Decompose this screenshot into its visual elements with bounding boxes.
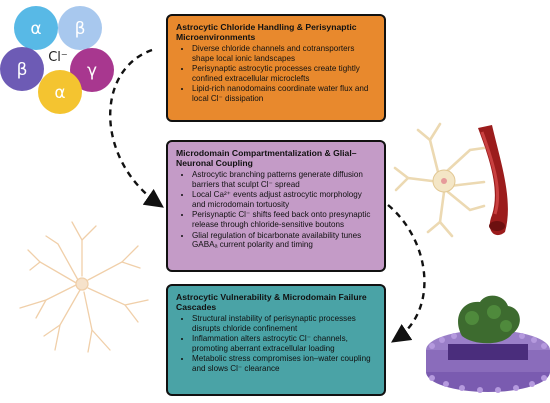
box2-list: Astrocytic branching patterns generate d… [176, 170, 376, 250]
arrow-to-box3 [387, 204, 426, 343]
subunit-alpha-bottom-label: α [54, 83, 65, 103]
subunit-gamma-label: γ [87, 61, 97, 81]
subunit-gamma [70, 48, 114, 92]
box3-item: Structural instability of perisynaptic p… [192, 314, 376, 333]
box3-item: Inflammation alters astrocytic Cl⁻ chann… [192, 334, 376, 353]
vulnerability-cascades-box: Astrocytic Vulnerability & Microdomain F… [166, 284, 386, 396]
microdomain-coupling-box: Microdomain Compartmentalization & Glial… [166, 140, 386, 272]
astrocyte-vessel-icon [393, 122, 508, 238]
box1-item: Perisynaptic astrocytic processes create… [192, 64, 376, 83]
arrow-to-box2 [109, 48, 164, 208]
box3-item: Metabolic stress compromises ion–water c… [192, 354, 376, 373]
chloride-ion-label: Cl⁻ [48, 50, 68, 65]
box1-item: Diverse chloride channels and cotranspor… [192, 44, 376, 63]
subunit-beta-left-label: β [17, 60, 28, 80]
membrane-protein-icon [426, 295, 550, 393]
box2-item: Astrocytic branching patterns generate d… [192, 170, 376, 189]
gabaa-receptor-icon: α β β γ α Cl⁻ [0, 6, 114, 114]
box3-title: Astrocytic Vulnerability & Microdomain F… [176, 292, 367, 312]
box1-list: Diverse chloride channels and cotranspor… [176, 44, 376, 104]
subunit-alpha-top-label: α [30, 19, 41, 39]
subunit-alpha-bottom [38, 70, 82, 114]
box2-item: Local Ca²⁺ events adjust astrocytic morp… [192, 190, 376, 209]
box2-item: Perisynaptic Cl⁻ shifts feed back onto p… [192, 210, 376, 229]
astrocyte-icon [19, 221, 149, 353]
subunit-beta-top [58, 6, 102, 50]
box3-list: Structural instability of perisynaptic p… [176, 314, 376, 374]
subunit-alpha-top [14, 6, 58, 50]
chloride-handling-box: Astrocytic Chloride Handling & Perisynap… [166, 14, 386, 122]
box2-title: Microdomain Compartmentalization & Glial… [176, 148, 357, 168]
subunit-beta-left [0, 47, 44, 91]
box2-item: Glial regulation of bicarbonate availabi… [192, 231, 376, 250]
box1-item: Lipid-rich nanodomains coordinate water … [192, 84, 376, 103]
subunit-beta-top-label: β [75, 19, 86, 39]
box1-title: Astrocytic Chloride Handling & Perisynap… [176, 22, 357, 42]
